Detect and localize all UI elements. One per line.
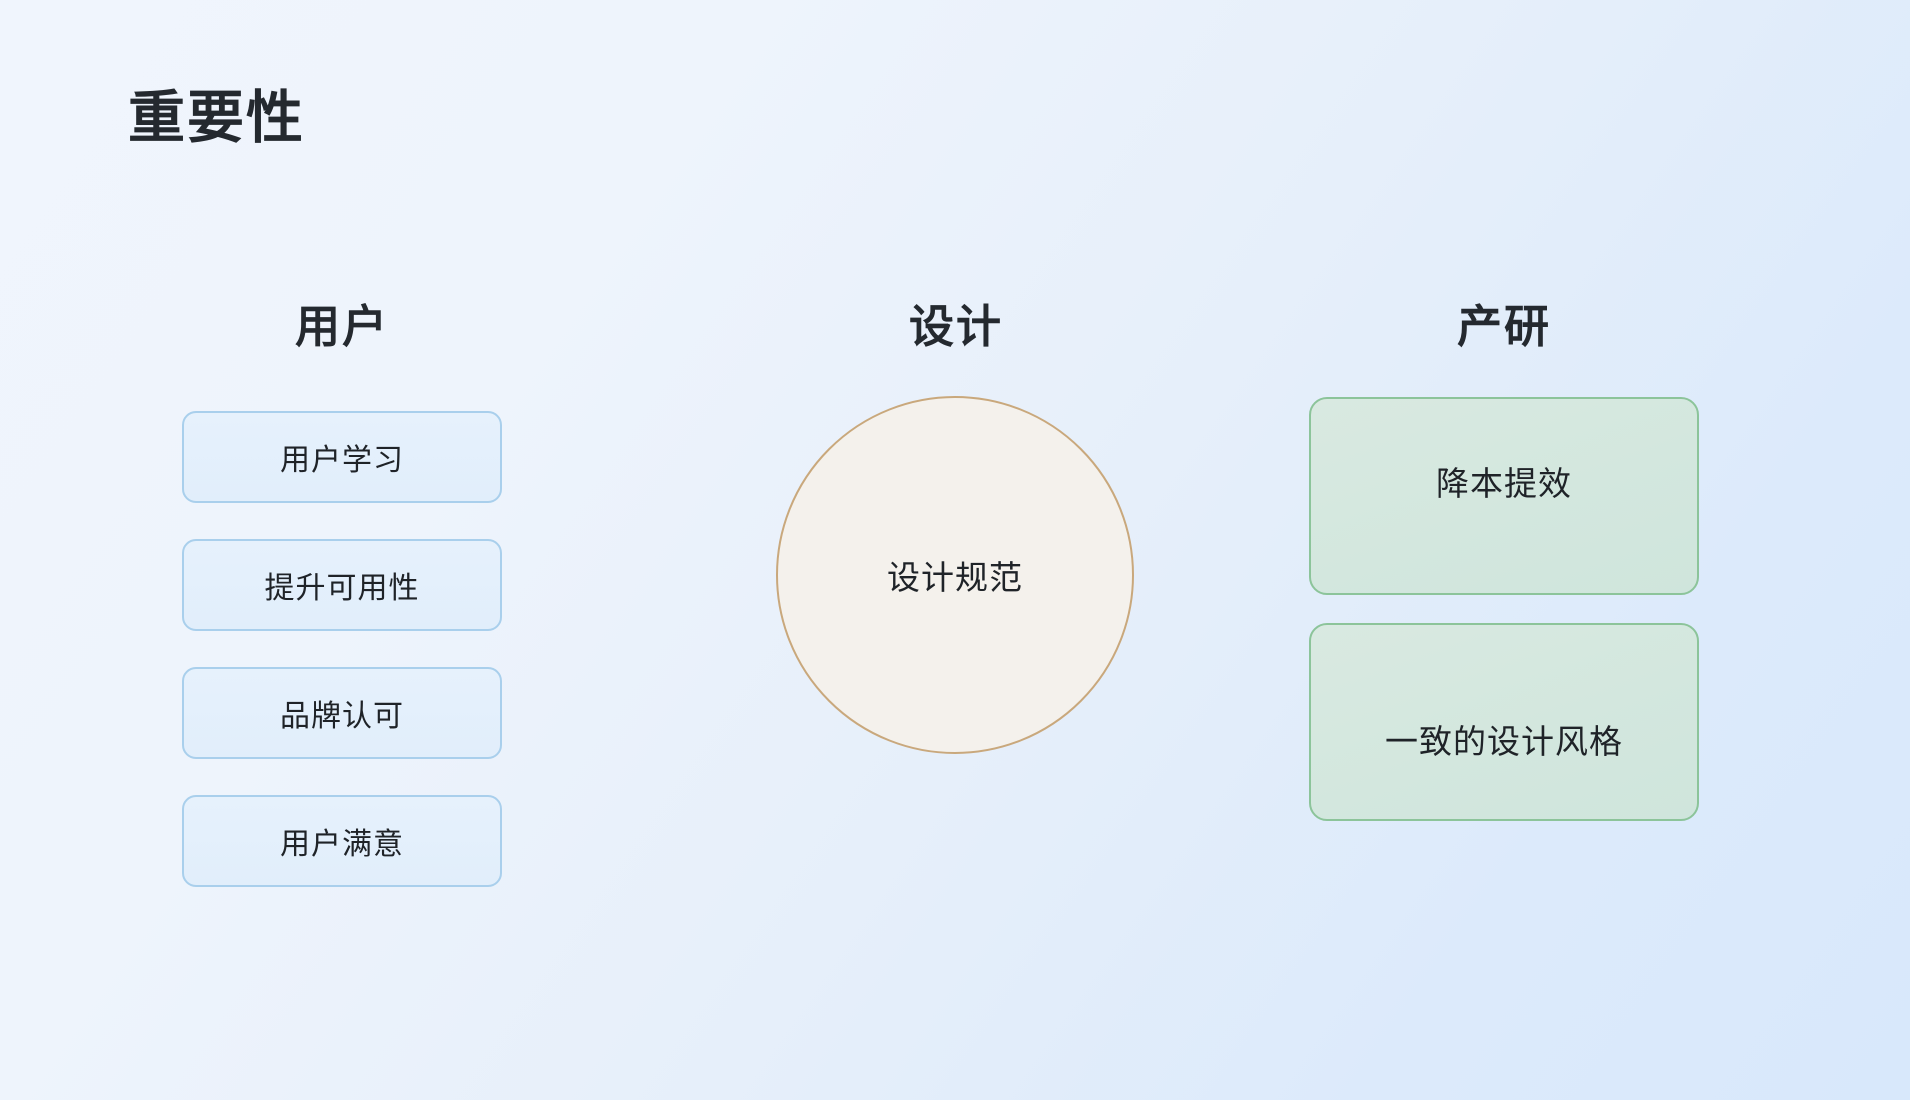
column-header-product: 产研 — [1456, 301, 1551, 352]
user-card[interactable]: 用户满意 — [182, 795, 502, 887]
user-card-label: 用户学习 — [280, 444, 404, 477]
design-spec-circle[interactable]: 设计规范 — [776, 396, 1134, 754]
product-card[interactable]: 降本提效 — [1309, 397, 1699, 595]
user-card[interactable]: 用户学习 — [182, 411, 502, 503]
product-card-label: 降本提效 — [1436, 465, 1572, 502]
product-card-label: 一致的设计风格 — [1385, 723, 1623, 760]
product-card[interactable]: 一致的设计风格 — [1309, 623, 1699, 821]
page-title: 重要性 — [128, 86, 305, 150]
column-users: 用户 用户学习 提升可用性 品牌认可 用户满意 — [182, 300, 502, 887]
user-card[interactable]: 提升可用性 — [182, 539, 502, 631]
user-card-label: 品牌认可 — [280, 700, 404, 733]
user-card-label: 提升可用性 — [264, 572, 420, 605]
column-design: 设计 设计规范 — [776, 300, 1136, 754]
column-product: 产研 降本提效 一致的设计风格 — [1309, 300, 1699, 821]
column-header-design: 设计 — [908, 301, 1003, 352]
user-card-label: 用户满意 — [280, 828, 404, 861]
user-card[interactable]: 品牌认可 — [182, 667, 502, 759]
column-header-users: 用户 — [294, 301, 389, 352]
design-spec-circle-label: 设计规范 — [887, 559, 1023, 596]
